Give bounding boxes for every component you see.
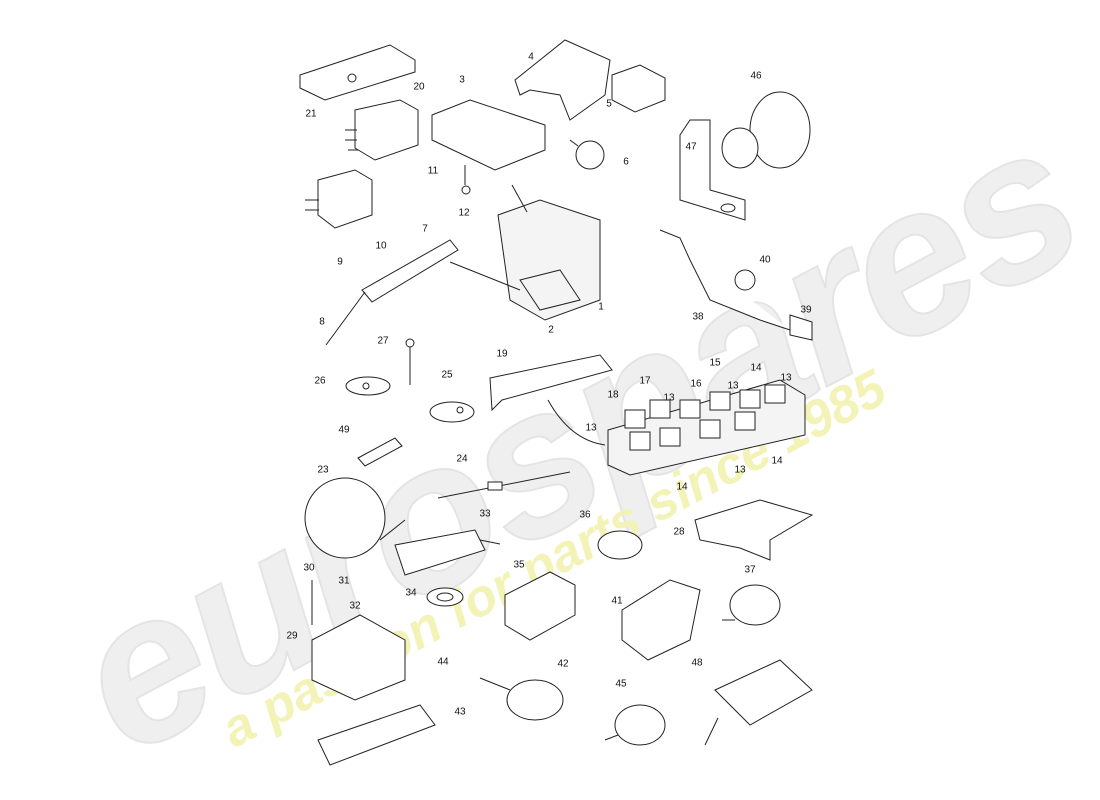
callout-c12: 12 bbox=[458, 207, 470, 219]
callout-c27: 27 bbox=[377, 335, 389, 347]
fuse-box-assembly bbox=[497, 184, 601, 321]
part-28-bracket bbox=[694, 499, 814, 561]
part-7-rail bbox=[325, 239, 521, 346]
callout-c10: 10 bbox=[375, 240, 387, 252]
callout-c3: 3 bbox=[459, 74, 465, 86]
callout-c33: 33 bbox=[479, 508, 491, 520]
callout-c20: 20 bbox=[413, 81, 425, 93]
callout-c40: 40 bbox=[759, 254, 771, 266]
callout-c13d: 13 bbox=[585, 422, 597, 434]
part-19-strip bbox=[489, 354, 613, 446]
callout-c24: 24 bbox=[456, 453, 468, 465]
callout-c38: 38 bbox=[692, 311, 704, 323]
part-49-sensor bbox=[357, 437, 403, 467]
callout-c7: 7 bbox=[422, 223, 428, 235]
callout-c13a: 13 bbox=[663, 392, 675, 404]
part-6-knob bbox=[569, 139, 605, 170]
callout-c13b: 13 bbox=[727, 380, 739, 392]
callout-c31: 31 bbox=[338, 575, 350, 587]
callout-c35: 35 bbox=[513, 559, 525, 571]
callout-c18: 18 bbox=[607, 389, 619, 401]
callout-c17: 17 bbox=[639, 375, 651, 387]
part-42-valve bbox=[479, 677, 564, 721]
callout-c26: 26 bbox=[314, 375, 326, 387]
part-41-switch bbox=[621, 579, 701, 661]
callout-c46: 46 bbox=[750, 70, 762, 82]
part-43-sensor bbox=[317, 704, 436, 766]
part-27-bolt bbox=[405, 338, 415, 385]
part-25-plate bbox=[429, 401, 475, 423]
part-34-washer bbox=[426, 587, 464, 607]
part-4-cover bbox=[514, 39, 611, 121]
callout-c9: 9 bbox=[337, 256, 343, 268]
callout-c44: 44 bbox=[437, 656, 449, 668]
callout-c28: 28 bbox=[673, 526, 685, 538]
part-48-board bbox=[704, 659, 813, 746]
callout-c6: 6 bbox=[623, 156, 629, 168]
relay-panel bbox=[607, 379, 806, 476]
relay-spare bbox=[305, 169, 373, 229]
callout-c15: 15 bbox=[709, 357, 721, 369]
callout-c25: 25 bbox=[441, 369, 453, 381]
callout-c37: 37 bbox=[744, 564, 756, 576]
callout-c32: 32 bbox=[349, 600, 361, 612]
part-21-bracket bbox=[299, 44, 416, 101]
part-20-relay bbox=[345, 99, 419, 161]
part-47-bracket bbox=[679, 119, 746, 221]
part-37-pressure-switch bbox=[722, 584, 781, 626]
callout-c2: 2 bbox=[548, 324, 554, 336]
part-24-fuse-wire bbox=[437, 471, 571, 499]
callout-c8: 8 bbox=[319, 316, 325, 328]
part-36-cap bbox=[597, 530, 643, 560]
callout-c42: 42 bbox=[557, 658, 569, 670]
part-45-switch bbox=[604, 704, 666, 746]
part-38-harness bbox=[659, 229, 813, 341]
part-3-cover bbox=[431, 99, 546, 171]
callout-c14a: 14 bbox=[750, 362, 762, 374]
callout-c45: 45 bbox=[615, 678, 627, 690]
callout-c13e: 13 bbox=[734, 464, 746, 476]
callout-c47: 47 bbox=[685, 141, 697, 153]
callout-c11: 11 bbox=[427, 165, 439, 177]
part-5-block bbox=[611, 64, 666, 113]
callout-c43: 43 bbox=[454, 706, 466, 718]
part-26-plate bbox=[345, 376, 391, 396]
part-23-flasher bbox=[304, 477, 406, 559]
callout-c14b: 14 bbox=[676, 481, 688, 493]
callout-c41: 41 bbox=[611, 595, 623, 607]
part-11-screw bbox=[461, 165, 471, 195]
callout-c48: 48 bbox=[691, 657, 703, 669]
part-46-solenoid bbox=[721, 91, 811, 169]
part-35-housing bbox=[504, 571, 576, 641]
callout-c21: 21 bbox=[305, 108, 317, 120]
callout-c14c: 14 bbox=[771, 455, 783, 467]
callout-c49: 49 bbox=[338, 424, 350, 436]
callout-c19: 19 bbox=[496, 348, 508, 360]
callout-c29: 29 bbox=[286, 630, 298, 642]
callout-c23: 23 bbox=[317, 464, 329, 476]
callout-c5: 5 bbox=[606, 98, 612, 110]
callout-c13c: 13 bbox=[780, 372, 792, 384]
callout-c36: 36 bbox=[579, 509, 591, 521]
part-33-sensor bbox=[394, 529, 501, 576]
part-29-unit bbox=[311, 614, 406, 701]
callout-c16: 16 bbox=[690, 378, 702, 390]
callout-c34: 34 bbox=[405, 587, 417, 599]
callout-c39: 39 bbox=[800, 304, 812, 316]
callout-c1: 1 bbox=[598, 301, 604, 313]
callout-c4: 4 bbox=[528, 51, 534, 63]
callout-c30: 30 bbox=[303, 562, 315, 574]
